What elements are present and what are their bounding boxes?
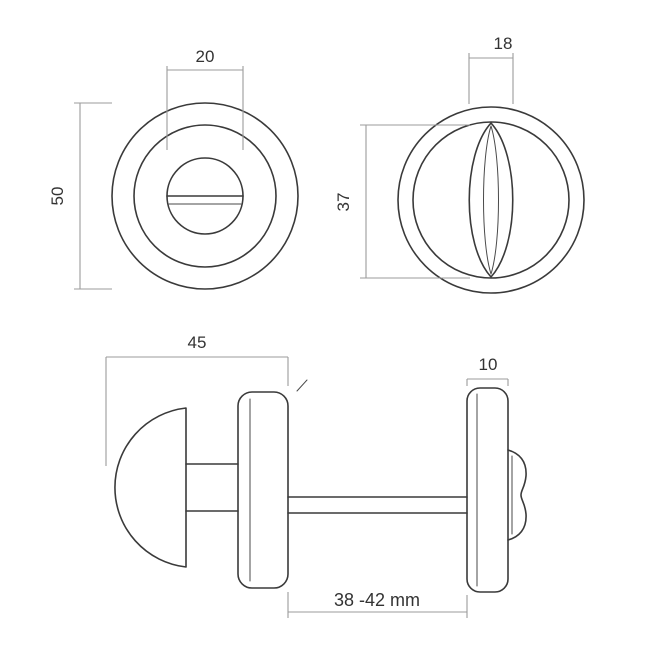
left-rose-body — [237, 391, 289, 589]
turn-view-rose — [397, 106, 585, 294]
side-view-assembly — [114, 379, 527, 593]
dim-rose-thickness: 10 — [466, 355, 509, 386]
dim-label-knob-width: 20 — [196, 47, 215, 66]
dim-knob-width: 20 — [166, 47, 244, 150]
thumb-turn-lens — [468, 122, 514, 278]
dim-door-thickness-range: 38 -42 mm — [287, 590, 468, 618]
dim-knob-depth: 45 — [105, 333, 289, 466]
dim-label-rose-diameter: 50 — [48, 187, 67, 206]
right-rose-body — [466, 387, 509, 593]
turn-inner-ring — [412, 121, 570, 279]
front-view-rose — [111, 102, 299, 290]
thumb-turn-inner-contour-left — [483, 125, 492, 275]
thumb-turn-side-profile — [507, 449, 527, 541]
dim-label-knob-depth: 45 — [188, 333, 207, 352]
dim-rose-diameter: 50 — [48, 102, 112, 290]
knob-dome-profile — [114, 407, 187, 568]
thumb-turn-inner-contour-right — [490, 125, 499, 275]
dim-label-turn-width: 18 — [494, 34, 513, 53]
front-outer-circle — [111, 102, 299, 290]
dim-turn-width: 18 — [468, 34, 514, 104]
dim-label-rose-thickness: 10 — [479, 355, 498, 374]
dim-label-door-thickness-range: 38 -42 mm — [334, 590, 420, 610]
front-inner-ring — [133, 124, 277, 268]
surface-tick — [296, 379, 308, 392]
dim-label-turn-height: 37 — [334, 193, 353, 212]
turn-outer-circle — [397, 106, 585, 294]
dim-turn-height: 37 — [334, 124, 470, 279]
